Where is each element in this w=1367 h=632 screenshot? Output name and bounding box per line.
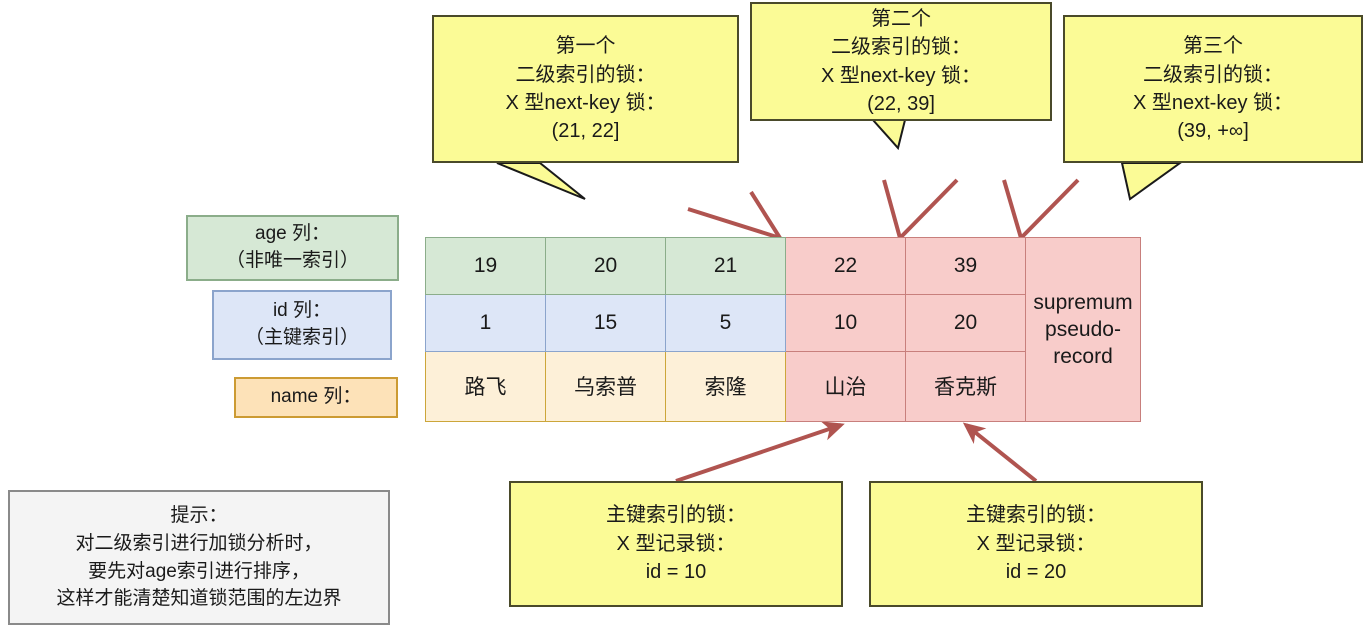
callout-1-line-1: 第一个	[555, 35, 616, 58]
cell-age-1: 20	[545, 237, 666, 295]
callout-3-line-1: 第三个	[1183, 35, 1243, 58]
callout-p1-line-3: id = 10	[645, 561, 707, 584]
callout-2-line-3: X 型next-key 锁：	[820, 64, 982, 87]
callout-p1-line-2: X 型记录锁：	[616, 532, 736, 555]
callout-p2-line-2: X 型记录锁：	[976, 532, 1096, 555]
hint-box: 提示： 对二级索引进行加锁分析时， 要先对age索引进行排序， 这样才能清楚知道…	[8, 490, 390, 625]
hint-line-2: 对二级索引进行加锁分析时，	[75, 532, 323, 554]
record-table: 19 20 21 22 39 supremum pseudo- record 1…	[425, 237, 1141, 423]
cell-id-0: 1	[425, 293, 546, 352]
connector-s2-a	[882, 179, 902, 239]
callout-3-line-2: 二级索引的锁：	[1143, 63, 1283, 86]
cell-name-4: 香克斯	[905, 350, 1026, 423]
hint-line-1: 提示：	[170, 505, 228, 527]
supremum-line-3: record	[1053, 345, 1113, 369]
table-row-id: 1 15 5 10 20	[425, 293, 1141, 352]
legend-id-line-1: id 列：	[272, 300, 332, 322]
table-row-age: 19 20 21 22 39 supremum pseudo- record	[425, 237, 1141, 422]
connector-s2-b	[898, 178, 959, 240]
index-record-table: 19 20 21 22 39 supremum pseudo- record 1…	[425, 237, 1141, 423]
hint-line-4: 这样才能清楚知道锁范围的左边界	[56, 588, 342, 610]
callout-1-line-3: X 型next-key 锁：	[505, 92, 666, 114]
callout-secondary-index-1: 第一个 二级索引的锁： X 型next-key 锁： (21, 22]	[432, 15, 739, 163]
callout-secondary-index-2: 第二个 二级索引的锁： X 型next-key 锁： (22, 39]	[750, 2, 1052, 121]
callout-2-line-2: 二级索引的锁：	[831, 36, 971, 59]
cell-id-1: 15	[545, 293, 666, 352]
legend-name-column: name 列：	[234, 377, 398, 418]
callout-1-line-2: 二级索引的锁：	[515, 63, 656, 86]
cell-id-2: 5	[665, 293, 786, 352]
connector-s3-b	[1019, 178, 1080, 240]
callout-1-tail	[496, 162, 586, 200]
connector-s1-a	[687, 207, 781, 240]
callout-2-line-4: (22, 39]	[867, 92, 935, 115]
cell-name-0: 路飞	[425, 350, 546, 423]
legend-id-line-2: （主键索引）	[244, 327, 359, 348]
legend-age-line-1: age 列：	[255, 223, 330, 245]
cell-age-0: 19	[425, 237, 546, 295]
callout-1-line-4: (21, 22]	[551, 120, 620, 143]
arrow-primary-1	[675, 421, 845, 483]
cell-name-3: 山治	[785, 350, 906, 423]
supremum-line-2: pseudo-	[1045, 317, 1121, 341]
connector-s3-a	[1002, 179, 1023, 239]
cell-name-2: 索隆	[665, 350, 786, 423]
table-row-name: 路飞 乌索普 索隆 山治 香克斯	[425, 350, 1141, 423]
cell-id-3: 10	[785, 293, 906, 352]
cell-age-3: 22	[785, 237, 906, 295]
connector-s1-b	[749, 190, 782, 240]
callout-primary-index-1: 主键索引的锁： X 型记录锁： id = 10	[509, 481, 843, 607]
arrow-primary-2	[962, 422, 1038, 483]
callout-p1-line-1: 主键索引的锁：	[606, 504, 746, 527]
cell-age-2: 21	[665, 237, 786, 295]
callout-p2-line-1: 主键索引的锁：	[966, 504, 1106, 527]
callout-3-tail	[1120, 162, 1184, 201]
cell-supremum-pseudo-record: supremum pseudo- record	[1025, 237, 1141, 422]
callout-3-line-4: (39, +∞]	[1177, 120, 1249, 143]
callout-p2-line-3: id = 20	[1005, 561, 1067, 584]
callout-3-line-3: X 型next-key 锁：	[1132, 92, 1294, 114]
callout-secondary-index-3: 第三个 二级索引的锁： X 型next-key 锁： (39, +∞]	[1063, 15, 1363, 163]
legend-id-column: id 列： （主键索引）	[212, 290, 392, 360]
callout-primary-index-2: 主键索引的锁： X 型记录锁： id = 20	[869, 481, 1203, 607]
callout-2-tail	[870, 119, 907, 151]
callout-2-line-1: 第二个	[871, 7, 931, 30]
cell-name-1: 乌索普	[545, 350, 666, 423]
cell-age-4: 39	[905, 237, 1026, 295]
legend-age-line-2: （非唯一索引）	[225, 250, 359, 271]
legend-age-column: age 列： （非唯一索引）	[186, 215, 399, 281]
hint-line-3: 要先对age索引进行排序，	[88, 560, 310, 582]
supremum-line-1: supremum	[1033, 290, 1133, 314]
legend-name-line-1: name 列：	[270, 386, 362, 408]
cell-id-4: 20	[905, 293, 1026, 352]
